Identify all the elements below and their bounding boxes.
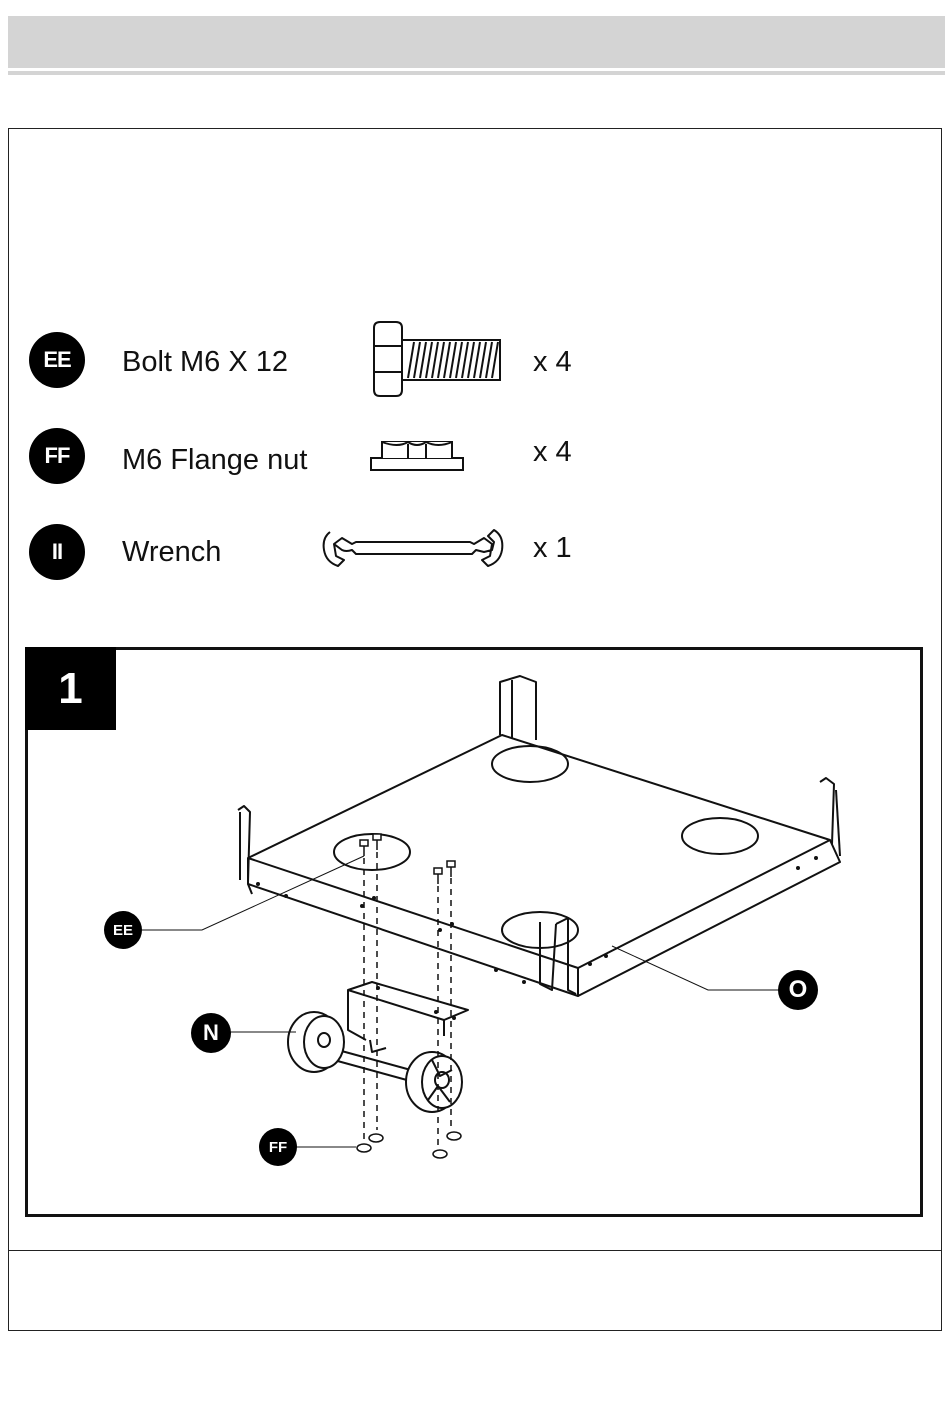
callout-bolt: EE [104, 911, 142, 949]
callout-nut: FF [259, 1128, 297, 1166]
callout-wheels: N [191, 1013, 231, 1053]
callout-base: O [778, 970, 818, 1010]
